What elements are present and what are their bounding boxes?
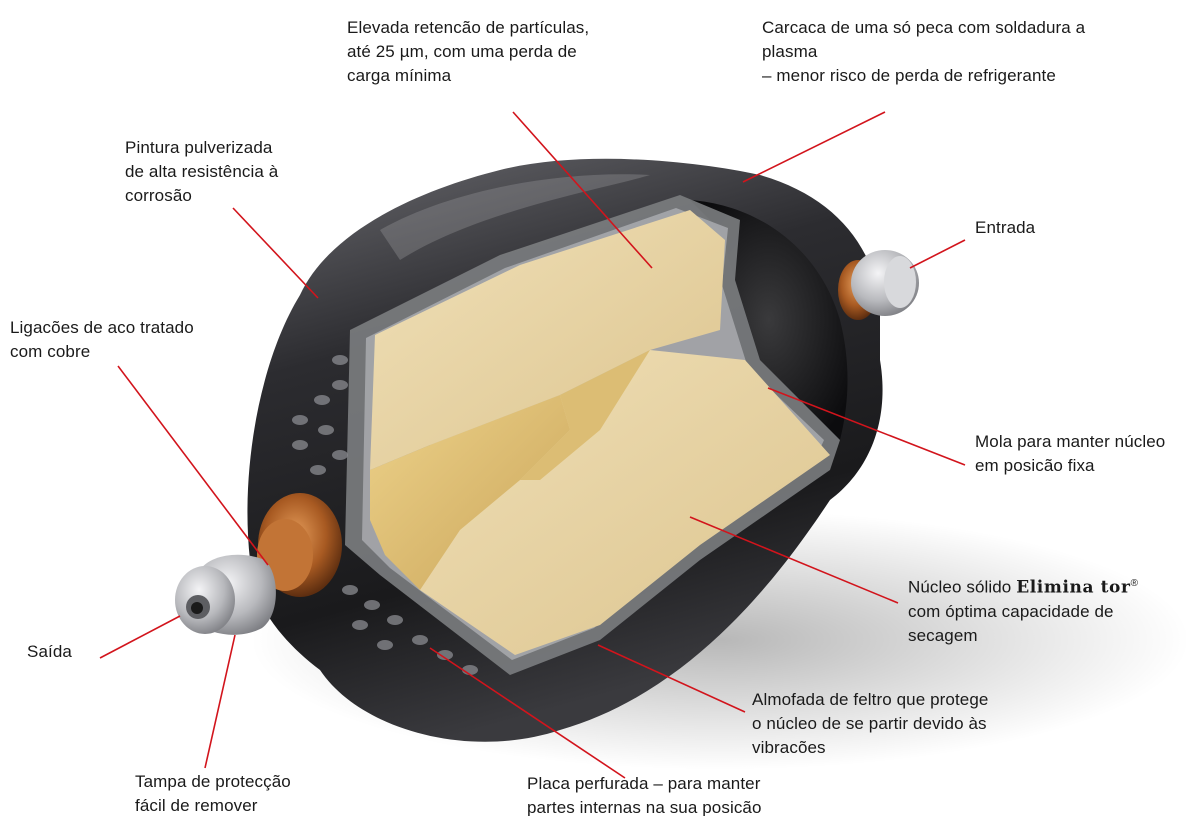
leader-felt-pad [597,644,746,713]
leader-cap [204,634,236,769]
label-particle-retention: Elevada retencão de partículas, até 25 µ… [347,18,590,85]
label-perforated-plate: Placa perfurada – para manter partes int… [527,774,762,816]
shell-highlight [380,174,650,260]
brand-name: Elimina tor [1016,577,1131,598]
leader-shell [742,111,886,183]
leader-inlet [909,239,966,269]
leader-spring [767,387,966,466]
label-protective-cap: Tampa de protecção fácil de remover [135,772,291,815]
inlet-cap-rim [884,256,916,308]
label-felt-pad: Almofada de feltro que protege o núcleo … [752,690,989,757]
perforated-plate [292,355,478,675]
registered-mark: ® [1130,578,1139,589]
core-yellow-cut [370,395,570,590]
outlet-hole [191,602,203,614]
leader-core [689,516,899,604]
leader-plate [429,647,626,779]
leader-outlet [99,615,181,659]
label-copper-connections: Ligacões de aco tratado com cobre [10,318,194,361]
label-solid-core: Núcleo sólido Elimina tor® com óptima ca… [908,577,1139,645]
label-powder-paint: Pintura pulverizada de alta resistência … [125,138,279,205]
label-inlet: Entrada [975,218,1036,237]
label-outlet: Saída [27,642,72,661]
core-yellow-wedge [520,350,650,480]
core-upper-block [370,210,725,470]
leader-retention [512,111,653,269]
leader-lines [99,111,966,779]
label-spring: Mola para manter núcleo em posicão fixa [975,432,1166,475]
leader-paint [232,207,319,299]
leader-connections [117,365,269,566]
label-shell-plasma-weld: Carcaca de uma só peca com soldadura a p… [762,18,1086,85]
